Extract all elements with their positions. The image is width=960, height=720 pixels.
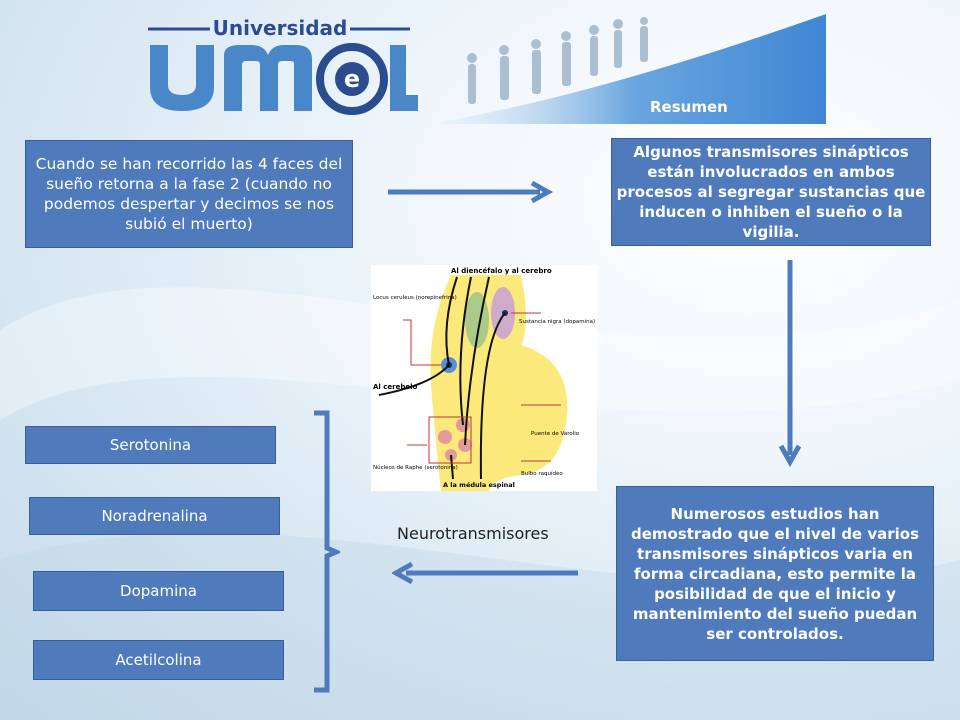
neurotransmitter-item: Dopamina <box>33 571 284 611</box>
summary-text-sleep-phases: Cuando se han recorrido las 4 faces del … <box>35 155 343 233</box>
diagram-label-puente: Puente de Varolio <box>531 431 580 437</box>
summary-text-transmitters: Algunos transmisores sinápticos están in… <box>616 143 926 241</box>
arrow-right <box>388 180 554 204</box>
brace <box>314 410 340 693</box>
summary-text-circadian: Numerosos estudios han demostrado que el… <box>630 504 920 643</box>
neurotransmitter-item: Acetilcolina <box>33 640 284 680</box>
diagram-label-medula: A la médula espinal <box>443 481 515 489</box>
arrow-down <box>778 260 802 468</box>
brainstem-diagram: Al diencéfalo y al cerebro Locus ceruleu… <box>371 265 597 491</box>
diagram-label-locus: Locus ceruleus (norepinefrina) <box>373 295 457 301</box>
diagram-label-bulbo: Bulbo raquídeo <box>521 470 563 477</box>
arrow-left <box>392 561 578 585</box>
svg-text:e: e <box>344 65 360 93</box>
diagram-label-nigra: Sustancia nigra (dopamina) <box>519 319 595 325</box>
section-title: Resumen <box>650 98 728 116</box>
university-logo: Universidad e <box>140 15 420 115</box>
summary-box-circadian: Numerosos estudios han demostrado que el… <box>616 486 934 661</box>
summary-box-transmitters: Algunos transmisores sinápticos están in… <box>611 138 931 246</box>
neurotransmitter-item: Serotonina <box>25 426 276 464</box>
neurotransmitter-item: Noradrenalina <box>29 497 280 535</box>
header-banner: Resumen <box>440 14 826 124</box>
diagram-label-top: Al diencéfalo y al cerebro <box>451 267 552 275</box>
logo-top-text: Universidad <box>213 16 348 40</box>
diagram-label-cerebelo: Al cerebelo <box>373 383 418 391</box>
diagram-label-raphe: Núcleos de Raphe (serotonina) <box>373 464 458 471</box>
neurotransmitters-label: Neurotransmisores <box>397 524 549 543</box>
summary-box-sleep-phases: Cuando se han recorrido las 4 faces del … <box>25 140 353 248</box>
